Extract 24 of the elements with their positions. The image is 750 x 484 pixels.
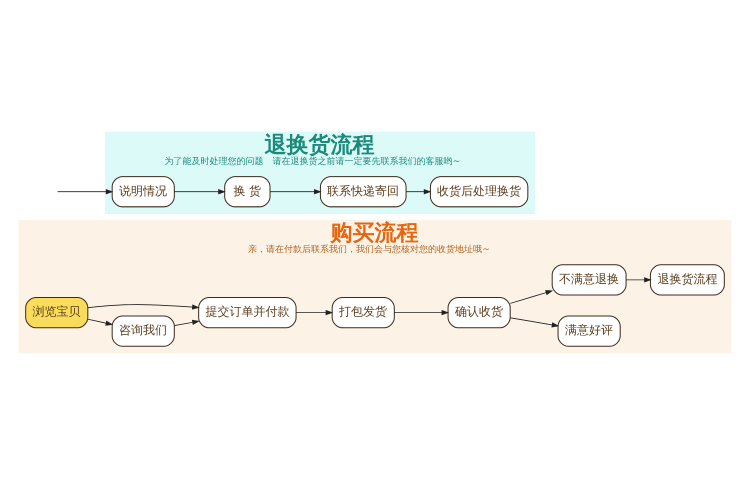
arrow: [174, 188, 226, 194]
arrow: [88, 318, 114, 326]
arrow: [510, 316, 560, 327]
node-box: 说明情况: [112, 176, 175, 207]
arrow: [57, 188, 114, 194]
node-box: 收货后处理换货: [430, 176, 528, 207]
node-box: 退换货流程: [650, 264, 725, 295]
node-box: 提交订单并付款: [198, 296, 297, 328]
arrow: [270, 188, 322, 194]
node-box: 不满意退换: [552, 264, 627, 295]
arrow: [296, 309, 334, 315]
arrow: [394, 309, 450, 315]
node-box: 咨询我们: [112, 314, 175, 346]
arrow: [510, 290, 554, 304]
node-box: 换 货: [224, 176, 271, 207]
arrow: [626, 276, 652, 282]
node-box: 联系快递寄回: [320, 176, 407, 207]
node-box: 确认收货: [448, 296, 511, 328]
arrow: [174, 319, 200, 326]
node-box: 满意好评: [558, 314, 621, 346]
arrow: [87, 304, 200, 310]
node-box: 打包发货: [332, 296, 395, 328]
node-box: 浏览宝贝: [25, 296, 88, 328]
arrow: [406, 188, 432, 194]
